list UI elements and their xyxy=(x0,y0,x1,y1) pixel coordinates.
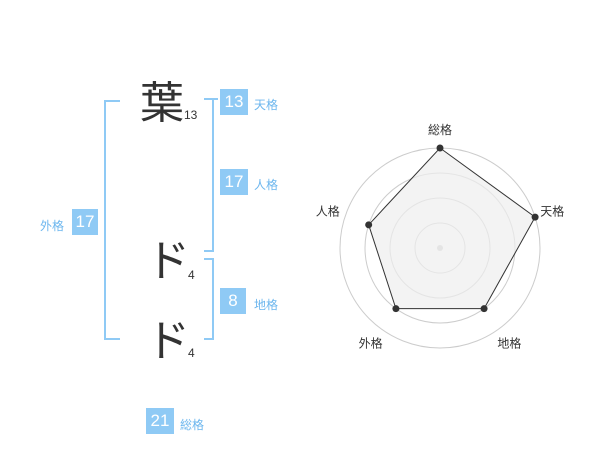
gaikaku-value: 17 xyxy=(72,209,98,235)
tenkaku-value: 13 xyxy=(220,89,248,115)
chikaku-value: 8 xyxy=(220,288,246,314)
radar-point-3 xyxy=(392,305,400,313)
stroke-count-3: 4 xyxy=(188,346,195,360)
radar-axis-label: 総格 xyxy=(428,122,452,137)
gaikaku-label: 外格 xyxy=(40,219,65,233)
jinkaku-bracket xyxy=(204,98,214,252)
radar-axis-label: 地格 xyxy=(497,335,521,350)
radar-point-1 xyxy=(531,213,539,221)
chikaku-label: 地格 xyxy=(254,298,279,312)
soukaku-value: 21 xyxy=(146,408,174,434)
jinkaku-label: 人格 xyxy=(254,178,279,192)
radar-axis-label: 外格 xyxy=(359,335,383,350)
radar-point-2 xyxy=(480,305,488,313)
radar-axis-label: 人格 xyxy=(316,204,340,219)
stroke-count-1: 13 xyxy=(184,108,198,122)
tenkaku-tick xyxy=(204,98,218,100)
tenkaku-label: 天格 xyxy=(254,98,279,112)
jinkaku-value: 17 xyxy=(220,169,248,195)
radar-axis-label: 天格 xyxy=(540,204,564,219)
soukaku-label: 総格 xyxy=(180,418,205,432)
chikaku-bracket xyxy=(204,258,214,340)
name-char-1: 葉 xyxy=(140,78,184,129)
radar-points xyxy=(365,144,539,313)
radar-point-0 xyxy=(436,144,444,152)
radar-data-polygon xyxy=(368,147,536,310)
gaikaku-bracket xyxy=(104,100,120,340)
stroke-count-2: 4 xyxy=(188,268,195,282)
name-char-2: ド xyxy=(146,236,190,287)
radar-point-4 xyxy=(365,221,373,229)
name-char-3: ド xyxy=(146,316,190,367)
